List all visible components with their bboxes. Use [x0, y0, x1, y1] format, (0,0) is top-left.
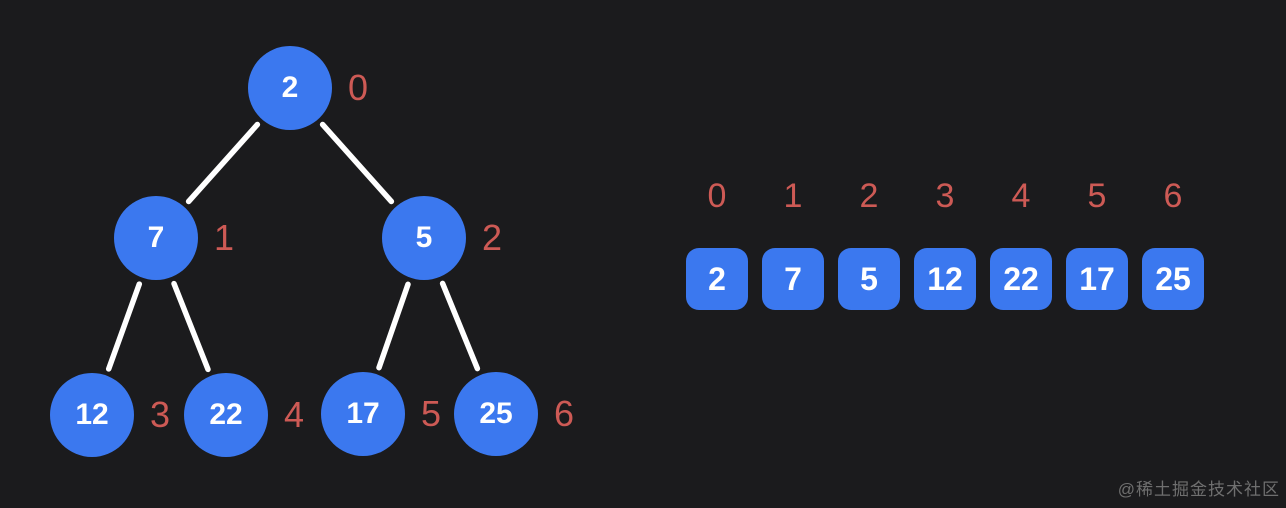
- tree-node-index: 1: [213, 217, 235, 258]
- tree-node-index: 6: [553, 393, 575, 434]
- tree-edge: [105, 281, 143, 372]
- tree-node: 17: [321, 372, 405, 456]
- array-index: 6: [1163, 177, 1183, 215]
- array-cell: 12: [914, 248, 976, 310]
- array-cell: 22: [990, 248, 1052, 310]
- tree-edge: [376, 281, 411, 371]
- tree-node-index: 3: [149, 394, 171, 435]
- array-index-row: 0 1 2 3 4 5 6: [686, 178, 1204, 214]
- watermark: @稀土掘金技术社区: [1117, 480, 1280, 499]
- tree-edge: [319, 121, 395, 205]
- tree-node-index: 5: [420, 393, 442, 434]
- array-cell: 5: [838, 248, 900, 310]
- tree-node-index: 4: [283, 394, 305, 435]
- array-index: 3: [935, 177, 955, 215]
- tree-edge: [171, 280, 211, 373]
- array-cell: 25: [1142, 248, 1204, 310]
- tree-node: 25: [454, 372, 538, 456]
- tree-node: 12: [50, 373, 134, 457]
- tree-node: 7: [114, 196, 198, 280]
- array-cell: 2: [686, 248, 748, 310]
- array-index: 1: [783, 177, 803, 215]
- tree-edge: [185, 121, 261, 205]
- array-index: 2: [859, 177, 879, 215]
- array-cell: 17: [1066, 248, 1128, 310]
- tree-node: 2: [248, 46, 332, 130]
- tree-node-index: 0: [347, 67, 369, 108]
- tree-node: 22: [184, 373, 268, 457]
- array-index: 4: [1011, 177, 1031, 215]
- array-cell: 7: [762, 248, 824, 310]
- array-index: 0: [707, 177, 727, 215]
- tree-node-index: 2: [481, 217, 503, 258]
- tree-edge: [439, 280, 481, 372]
- tree-node: 5: [382, 196, 466, 280]
- array-index: 5: [1087, 177, 1107, 215]
